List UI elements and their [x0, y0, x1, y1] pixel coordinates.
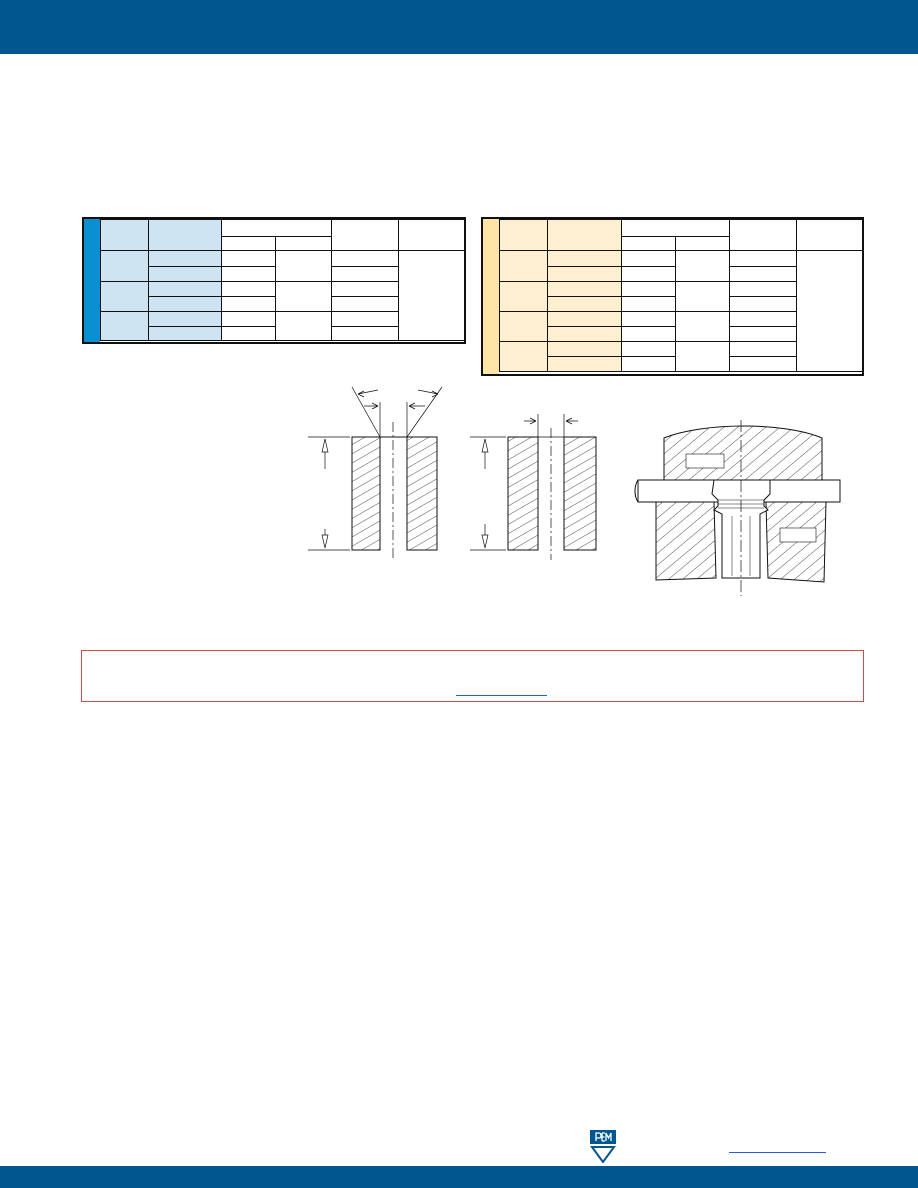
metric-dimensions-table: [82, 217, 466, 344]
table-cell: [621, 281, 676, 297]
table-cell: [148, 281, 222, 297]
table-cell: [547, 296, 622, 312]
table-cell: [275, 250, 332, 282]
table-header-cell: [221, 219, 332, 237]
table-cell: [675, 250, 730, 282]
table-header-cell: [796, 219, 863, 251]
table-cell: [547, 311, 622, 327]
inch-table-grid: [499, 219, 863, 372]
table-cell: [621, 341, 676, 357]
table-cell: [499, 281, 548, 312]
inch-table-accent-stripe: [483, 219, 499, 374]
metric-table-grid: [100, 219, 465, 341]
table-cell: [148, 250, 222, 267]
table-header-cell: [221, 236, 276, 251]
table-header-cell: [331, 219, 399, 251]
table-cell: [547, 326, 622, 342]
table-cell: [499, 250, 548, 282]
table-cell: [398, 250, 465, 341]
table-cell: [148, 311, 222, 327]
table-header-cell: [675, 236, 730, 251]
table-header-cell: [621, 219, 730, 237]
table-cell: [729, 356, 797, 372]
pem-logo-icon: [590, 1130, 616, 1163]
table-cell: [148, 296, 222, 312]
notice-box: [81, 650, 864, 702]
table-header-cell: [547, 219, 622, 251]
table-cell: [221, 296, 276, 312]
hole-countersink-section-drawing: [308, 386, 443, 560]
table-cell: [675, 281, 730, 312]
table-cell: [499, 341, 548, 372]
table-cell: [221, 311, 276, 327]
header-band: [0, 0, 918, 54]
table-cell: [221, 250, 276, 267]
table-header-cell: [729, 219, 797, 251]
table-cell: [621, 266, 676, 282]
table-cell: [621, 296, 676, 312]
table-cell: [547, 341, 622, 357]
table-cell: [331, 296, 399, 312]
table-cell: [331, 281, 399, 297]
table-cell: [729, 281, 797, 297]
metric-table-accent-stripe: [84, 219, 100, 342]
footer-website-link[interactable]: [729, 1138, 826, 1153]
table-cell: [729, 326, 797, 342]
inch-dimensions-table: [481, 217, 864, 376]
table-cell: [331, 250, 399, 267]
table-cell: [675, 341, 730, 372]
table-cell: [729, 311, 797, 327]
table-cell: [621, 250, 676, 267]
table-cell: [547, 281, 622, 297]
table-cell: [499, 311, 548, 342]
table-cell: [331, 266, 399, 282]
table-header-cell: [621, 236, 676, 251]
table-cell: [729, 266, 797, 282]
table-cell: [729, 341, 797, 357]
table-cell: [547, 250, 622, 267]
table-header-cell: [275, 236, 332, 251]
table-cell: [796, 250, 863, 372]
table-cell: [100, 250, 149, 282]
table-cell: [221, 326, 276, 341]
table-cell: [621, 311, 676, 327]
notice-link[interactable]: [456, 681, 547, 696]
table-cell: [331, 326, 399, 341]
table-cell: [221, 266, 276, 282]
table-cell: [729, 250, 797, 267]
table-cell: [100, 311, 149, 341]
table-cell: [275, 281, 332, 312]
table-header-cell: [100, 219, 149, 251]
table-cell: [621, 356, 676, 372]
table-cell: [100, 281, 149, 312]
table-cell: [148, 326, 222, 341]
installation-section-drawing: [634, 420, 841, 596]
table-cell: [221, 281, 276, 297]
table-header-cell: [499, 219, 548, 251]
table-header-cell: [148, 219, 222, 251]
table-cell: [547, 266, 622, 282]
table-cell: [547, 356, 622, 372]
table-cell: [331, 311, 399, 327]
table-cell: [275, 311, 332, 341]
table-cell: [675, 311, 730, 342]
table-cell: [729, 296, 797, 312]
table-cell: [148, 266, 222, 282]
table-cell: [621, 326, 676, 342]
table-header-cell: [398, 219, 465, 251]
footer-band: [0, 1166, 918, 1188]
hole-straight-section-drawing: [470, 414, 597, 560]
